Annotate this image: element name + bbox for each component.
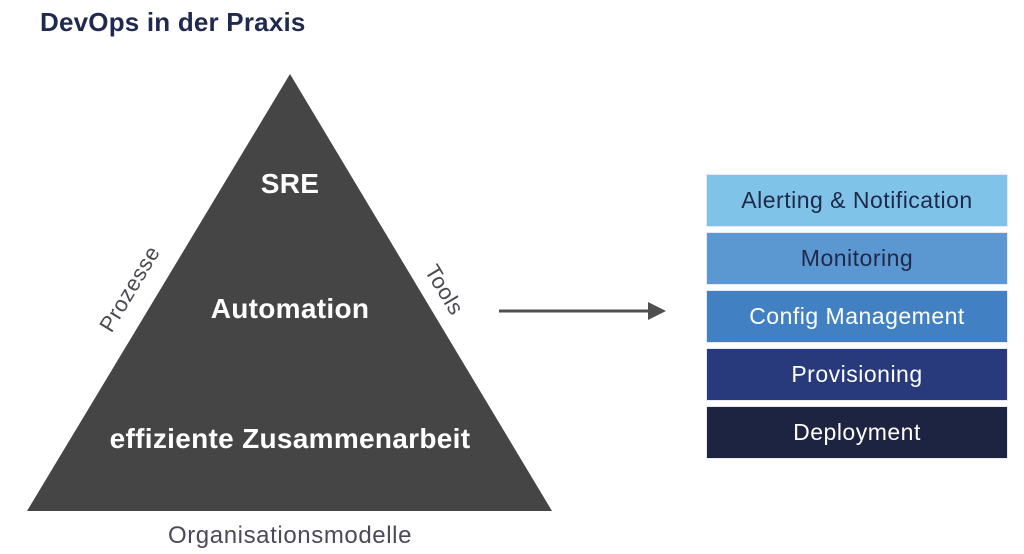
pyramid-base-label: Organisationsmodelle (167, 522, 413, 549)
stack-item-provisioning: Provisioning (706, 348, 1008, 401)
arrow-right-icon (499, 302, 666, 320)
stack-item-monitoring: Monitoring (706, 232, 1008, 285)
tools-stack: Alerting & Notification Monitoring Confi… (706, 174, 1008, 459)
stack-item-deployment: Deployment (706, 406, 1008, 459)
stack-item-alerting-notification: Alerting & Notification (706, 174, 1008, 227)
pyramid-level-automation: Automation (210, 293, 370, 324)
pyramid-level-collaboration: effiziente Zusammenarbeit (109, 423, 471, 454)
stack-item-config-management: Config Management (706, 290, 1008, 343)
page-title: DevOps in der Praxis (40, 7, 306, 37)
pyramid-shape (27, 74, 552, 511)
pyramid-level-sre: SRE (260, 168, 320, 199)
